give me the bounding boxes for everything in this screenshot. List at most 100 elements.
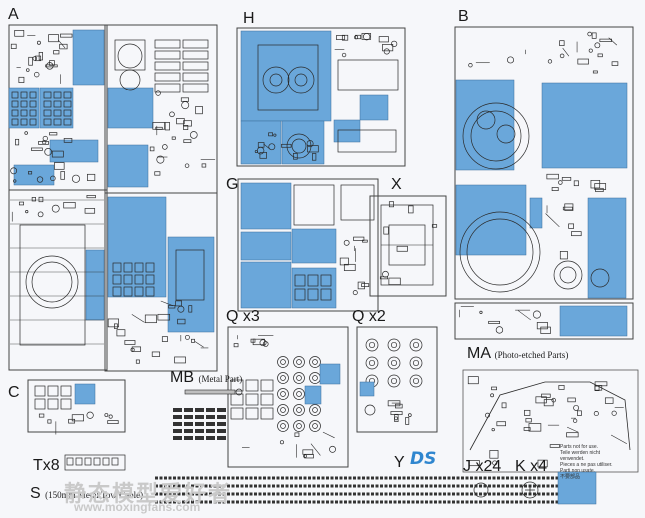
sprue-a-part [28, 56, 33, 66]
sprue-a-part [135, 359, 140, 364]
sprue-g-blue-1 [240, 182, 292, 230]
sprue-label-g: G [226, 176, 239, 193]
sprue-q3-roadwheel [293, 356, 305, 368]
s-sublabel: (150mm Metal Tow Cable) [45, 490, 144, 500]
sprue-a-part [130, 347, 135, 352]
watermark-cn: 静态模型爱好者 [64, 481, 233, 506]
sprue-q2-wheel [412, 359, 420, 367]
sprue-q3-part [262, 341, 269, 347]
sprue-a-blue-4 [49, 139, 99, 163]
ma-part [535, 396, 547, 404]
sprue-b-turret-ring [459, 211, 541, 293]
sprue-b-part [559, 53, 565, 59]
sprue-h-part [355, 34, 362, 40]
sprue-q3-part [245, 407, 259, 420]
sprue-q3-roadwheel [277, 388, 289, 400]
ma-part [468, 460, 480, 467]
mb-link [195, 408, 204, 412]
sprue-h-part [273, 133, 277, 137]
sprue-h-part [281, 143, 292, 148]
ds-logo: DS [410, 449, 436, 469]
sprue-b-part [532, 310, 541, 319]
sprue-label-s: S (150mm Metal Tow Cable) [30, 486, 143, 502]
sprue-h-port-inner [269, 73, 283, 87]
sprue-h-part [354, 35, 359, 40]
sprue-a-part [18, 201, 24, 206]
sprue-q3-roadwheel [312, 375, 318, 381]
sprue-x-part [396, 245, 408, 252]
sprue-q2-wheel [412, 377, 420, 385]
mb-barrel [184, 389, 236, 395]
sprue-q3-blue-1 [319, 363, 341, 385]
sprue-q3-part [250, 338, 256, 343]
sprue-a-part [44, 148, 52, 156]
sprue-a-part [157, 313, 171, 321]
ma-part [528, 423, 542, 432]
sprue-x-part [431, 224, 438, 228]
sprue-b-part [592, 70, 598, 74]
sprue-a-part [51, 150, 64, 158]
sprue-a-part [84, 208, 96, 214]
sprue-a-blue-9 [107, 196, 167, 298]
sprue-a-vent [134, 286, 144, 297]
sprue-a-vent [145, 274, 155, 285]
ma-part [490, 393, 495, 398]
sprue-a-part [53, 100, 62, 108]
sprue-g-blue-4 [291, 228, 337, 264]
sprue-a-part [63, 91, 72, 99]
sprue-h-part [312, 153, 317, 161]
sprue-h-part [293, 153, 298, 160]
sprue-b-part [594, 183, 607, 190]
j-part [473, 482, 489, 498]
ma-part [485, 412, 490, 418]
sprue-g-part [343, 263, 356, 271]
sprue-c-part [38, 413, 45, 418]
mb-link [184, 429, 193, 433]
sprue-q3-part [279, 440, 284, 445]
sprue-h-port-inner [294, 73, 308, 87]
sprue-a-part [43, 118, 52, 126]
sprue-h-part [268, 132, 273, 137]
sprue-x-frame [369, 195, 447, 297]
sprue-a-part [188, 305, 193, 313]
sprue-q3-roadwheel [296, 375, 302, 381]
t-link [111, 457, 119, 466]
mb-label: MB [170, 369, 194, 386]
sprue-q2-part [387, 400, 401, 407]
sprue-q3-part [260, 407, 274, 420]
sprue-a-part [195, 106, 203, 115]
sprue-q3-roadwheel [277, 372, 289, 384]
sprue-q2-part [364, 404, 376, 416]
ma-part [611, 410, 617, 416]
mb-link [195, 429, 204, 433]
sprue-b-part [559, 251, 568, 260]
mb-link [184, 436, 193, 440]
ma-part [567, 397, 576, 403]
sprue-a-part [107, 318, 119, 328]
sprue-q3-roadwheel [296, 423, 302, 429]
sprue-a-vent [123, 262, 133, 273]
sprue-label-a: A [8, 6, 19, 23]
sprue-a-part [11, 118, 19, 126]
sprue-a-blue-8 [85, 249, 105, 321]
sprue-c-part [107, 420, 119, 424]
sprue-c-part [60, 385, 72, 397]
sprue-a-part [43, 109, 52, 117]
sprue-a-part [162, 144, 168, 150]
sprue-a-part [144, 314, 157, 324]
sprue-b-part [597, 53, 603, 58]
sprue-h-part [254, 149, 258, 154]
sprue-h-part [257, 142, 265, 148]
sprue-b-part [468, 63, 473, 68]
sprue-h-panel [337, 59, 399, 91]
sprue-b-part [562, 206, 573, 211]
ma-label: MA [467, 345, 491, 362]
sprue-q3-roadwheel [309, 356, 321, 368]
sprue-g-part [361, 283, 370, 287]
sprue-q2-part [395, 403, 403, 409]
sprue-a-part [185, 334, 190, 340]
sprue-q3-roadwheel [309, 420, 321, 432]
sprue-a-blue-7 [107, 144, 149, 188]
ma-part [594, 385, 600, 391]
sprue-b-part [562, 47, 570, 57]
